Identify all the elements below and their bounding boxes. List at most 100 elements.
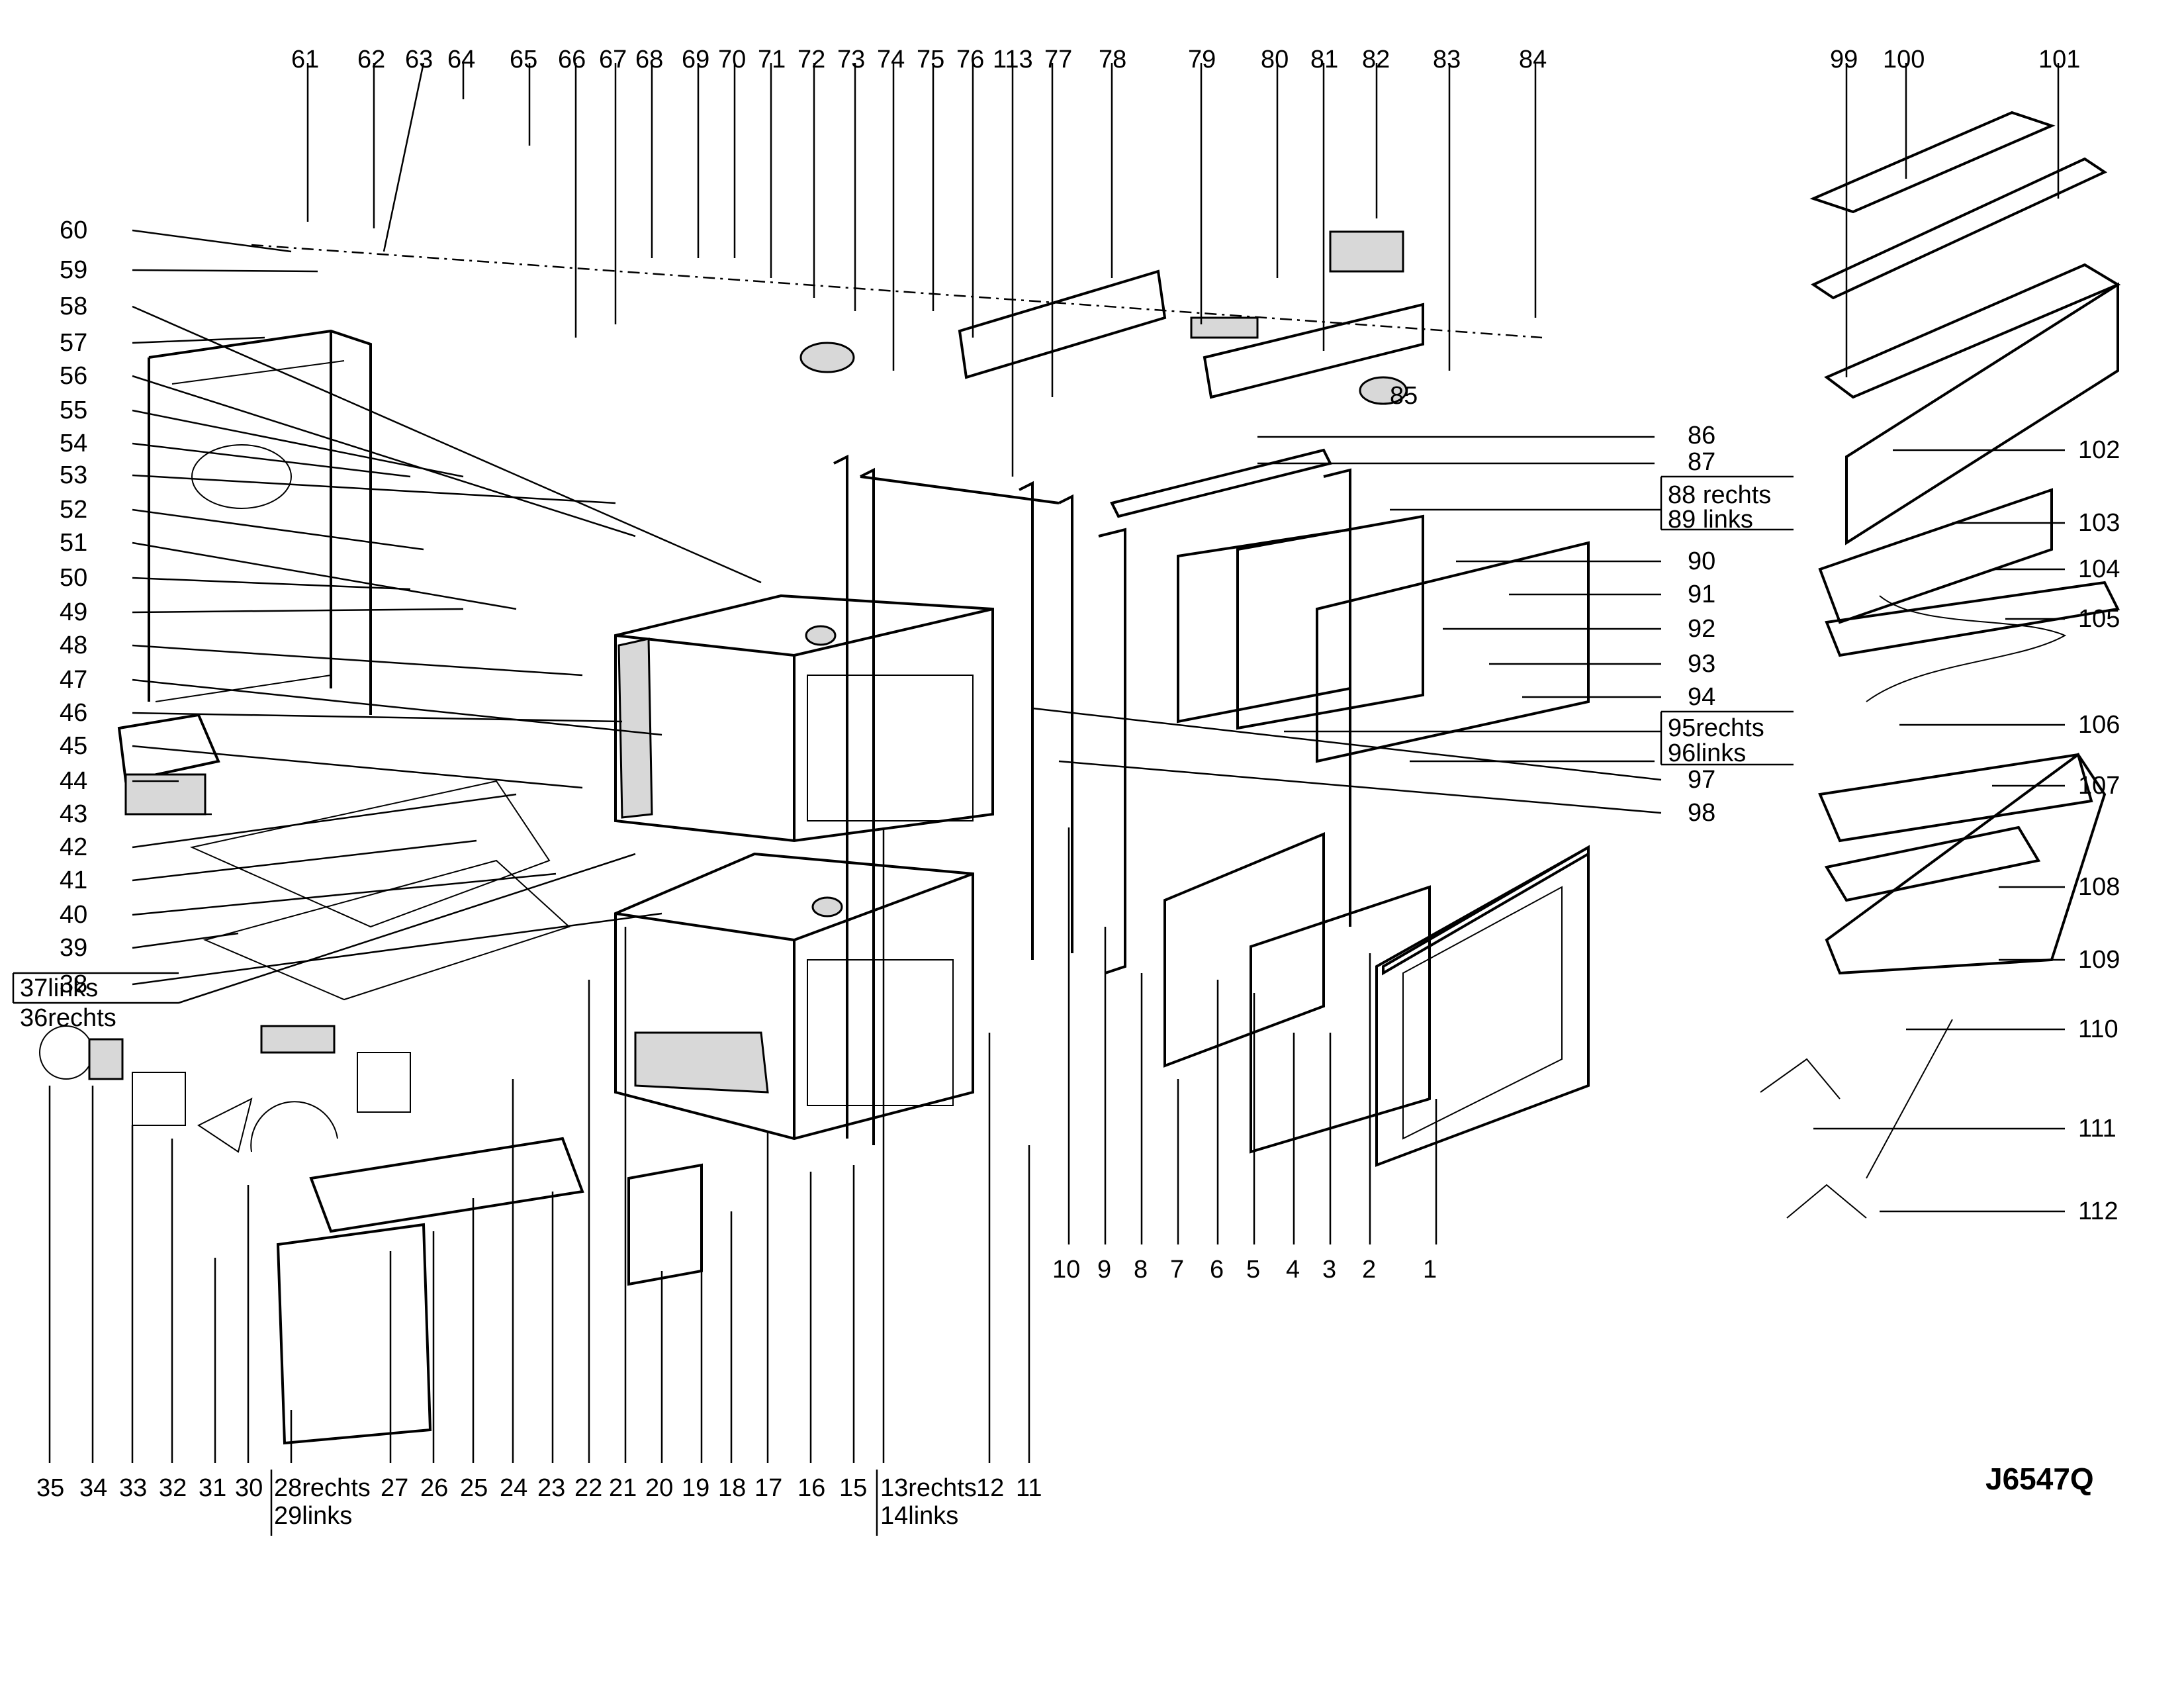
callout-10: 10 — [1052, 1256, 1080, 1284]
cabinet-housing — [148, 329, 372, 715]
callout-60: 60 — [60, 216, 87, 244]
frame-uprights — [833, 454, 1351, 1145]
bottom-labels: 11 12 13rechts 14links 15 16 17 18 19 20… — [36, 1474, 1042, 1530]
callout-90: 90 — [1688, 547, 1715, 575]
callout-101: 101 — [2038, 46, 2080, 73]
callout-81: 81 — [1310, 46, 1338, 73]
callout-7: 7 — [1170, 1256, 1184, 1284]
callout-42: 42 — [60, 833, 87, 861]
middle-bottom-labels: 1 2 3 4 5 6 7 8 9 10 — [1052, 1256, 1437, 1284]
callout-71: 71 — [758, 46, 786, 73]
callout-95: 95rechts — [1668, 714, 1764, 742]
callout-80: 80 — [1261, 46, 1289, 73]
callout-36: 36rechts — [20, 1004, 116, 1032]
callout-113: 113 — [993, 46, 1033, 73]
callout-102: 102 — [2078, 436, 2120, 464]
callout-83: 83 — [1433, 46, 1461, 73]
callout-70: 70 — [718, 46, 746, 73]
callout-4: 4 — [1286, 1256, 1300, 1284]
callout-59: 59 — [60, 256, 87, 284]
callout-17: 17 — [754, 1474, 782, 1502]
callout-105: 105 — [2078, 605, 2120, 633]
callout-103: 103 — [2078, 509, 2120, 537]
callout-93: 93 — [1688, 650, 1715, 678]
callout-8: 8 — [1134, 1256, 1148, 1284]
callout-84: 84 — [1519, 46, 1547, 73]
callout-82: 82 — [1362, 46, 1390, 73]
callout-55: 55 — [60, 397, 87, 424]
callout-111: 111 — [2078, 1115, 2116, 1143]
right-labels: 86 87 85 88 rechts 89 links 90 91 92 93 … — [1390, 382, 2120, 1225]
leader-lines — [48, 62, 2065, 1463]
callout-28: 28rechts — [274, 1474, 371, 1502]
callout-40: 40 — [60, 901, 87, 929]
callout-57: 57 — [60, 329, 87, 357]
callout-32: 32 — [159, 1474, 187, 1502]
callout-2: 2 — [1362, 1256, 1376, 1284]
drawing-code: J6547Q — [1985, 1462, 2094, 1496]
callout-64: 64 — [447, 46, 475, 73]
callout-110: 110 — [2078, 1015, 2118, 1043]
label-brackets — [12, 475, 1794, 1536]
callout-63: 63 — [405, 46, 433, 73]
callout-26: 26 — [420, 1474, 448, 1502]
callout-9: 9 — [1097, 1256, 1111, 1284]
callout-12: 12 — [976, 1474, 1004, 1502]
callout-27: 27 — [381, 1474, 408, 1502]
callout-5: 5 — [1246, 1256, 1260, 1284]
callout-22: 22 — [574, 1474, 602, 1502]
fan-motor-parts — [39, 1025, 703, 1445]
callout-79: 79 — [1188, 46, 1216, 73]
callout-29: 29links — [274, 1502, 352, 1530]
callout-38: 38 — [60, 970, 87, 998]
callout-54: 54 — [60, 430, 87, 457]
oven-accessories — [1760, 111, 2121, 1219]
callout-50: 50 — [60, 564, 87, 592]
callout-30: 30 — [235, 1474, 263, 1502]
callout-61: 61 — [291, 46, 319, 73]
callout-86: 86 — [1688, 422, 1715, 449]
callout-68: 68 — [635, 46, 663, 73]
callout-94: 94 — [1688, 683, 1715, 711]
part-drawings — [39, 111, 2121, 1445]
callout-21: 21 — [609, 1474, 637, 1502]
callout-37: 37links — [20, 974, 98, 1002]
callout-39: 39 — [60, 934, 87, 962]
callout-53: 53 — [60, 461, 87, 489]
callout-67: 67 — [599, 46, 627, 73]
callout-3: 3 — [1322, 1256, 1336, 1284]
callout-88: 88 rechts — [1668, 481, 1771, 509]
callout-73: 73 — [837, 46, 865, 73]
top-labels: 61 62 63 64 65 66 67 68 69 70 71 72 73 7… — [291, 46, 2080, 73]
callout-24: 24 — [500, 1474, 527, 1502]
callout-44: 44 — [60, 767, 87, 795]
callout-87: 87 — [1688, 448, 1715, 476]
callout-11: 11 — [1016, 1474, 1042, 1502]
callout-19: 19 — [682, 1474, 709, 1502]
bottom-plates — [117, 713, 570, 1001]
callout-34: 34 — [79, 1474, 107, 1502]
callout-92: 92 — [1688, 615, 1715, 643]
callout-109: 109 — [2078, 946, 2120, 974]
lower-oven-cavity — [614, 852, 974, 1141]
callout-45: 45 — [60, 732, 87, 760]
callout-104: 104 — [2078, 555, 2120, 583]
callout-98: 98 — [1688, 799, 1715, 827]
callout-49: 49 — [60, 598, 87, 626]
callout-74: 74 — [877, 46, 905, 73]
callout-85: 85 — [1390, 382, 1418, 410]
callout-107: 107 — [2078, 772, 2120, 800]
callout-97: 97 — [1688, 766, 1715, 794]
callout-33: 33 — [119, 1474, 147, 1502]
callout-6: 6 — [1210, 1256, 1224, 1284]
callout-51: 51 — [60, 529, 87, 557]
callout-96: 96links — [1668, 739, 1746, 767]
callout-25: 25 — [460, 1474, 488, 1502]
callout-99: 99 — [1830, 46, 1858, 73]
callout-20: 20 — [645, 1474, 673, 1502]
callout-89: 89 links — [1668, 506, 1753, 534]
callout-41: 41 — [60, 867, 87, 894]
callout-48: 48 — [60, 632, 87, 659]
callout-35: 35 — [36, 1474, 64, 1502]
